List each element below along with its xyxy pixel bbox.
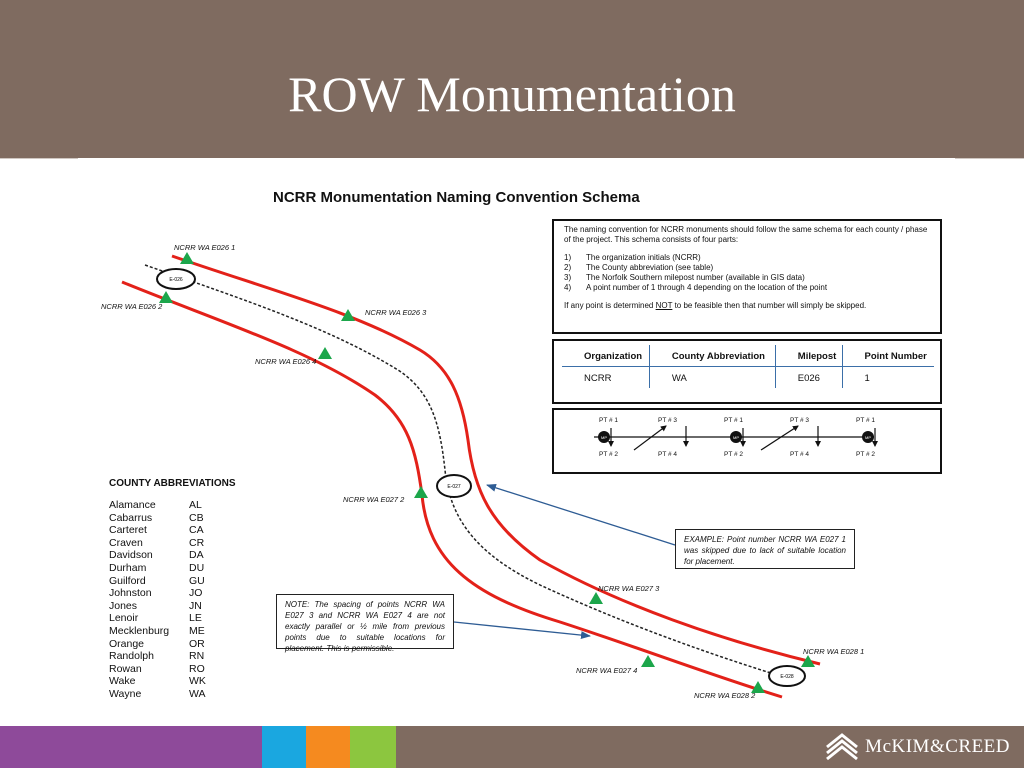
example-callout: EXAMPLE: Point number NCRR WA E027 1 was… bbox=[675, 529, 855, 569]
pt-top-label: PT # 1 bbox=[599, 417, 618, 424]
milepost-e026: E-026 bbox=[156, 268, 196, 290]
table-header: Milepost bbox=[775, 345, 843, 367]
note-callout: NOTE: The spacing of points NCRR WA E027… bbox=[276, 594, 454, 653]
pt-bottom-label: PT # 2 bbox=[724, 451, 743, 458]
table-cell: 1 bbox=[864, 373, 870, 384]
milepost-e027: E-027 bbox=[436, 474, 472, 498]
convention-intro: The naming convention for NCRR monuments… bbox=[564, 225, 928, 244]
monument-marker bbox=[801, 655, 815, 667]
note-callout-arrow bbox=[453, 621, 591, 640]
footer-stripe-green bbox=[350, 726, 396, 768]
monument-marker bbox=[180, 252, 194, 264]
example-callout-arrow bbox=[486, 483, 676, 546]
mp-marker: MP bbox=[862, 431, 874, 443]
logo-mark-icon bbox=[826, 733, 859, 761]
table-cell: WA bbox=[649, 366, 776, 388]
pt-top-label: PT # 1 bbox=[856, 417, 875, 424]
monument-marker bbox=[159, 291, 173, 303]
row-line-south bbox=[121, 280, 783, 699]
track-centerline bbox=[144, 264, 801, 683]
monument-label: NCRR WA E026 4 bbox=[255, 357, 316, 366]
svg-text:MP: MP bbox=[865, 435, 871, 440]
pt-top-label: PT # 1 bbox=[724, 417, 743, 424]
row-line-north bbox=[171, 254, 821, 666]
pt-bottom-label: PT # 2 bbox=[856, 451, 875, 458]
county-abbreviations-title: COUNTY ABBREVIATIONS bbox=[109, 478, 236, 489]
monument-marker bbox=[589, 592, 603, 604]
pt-top-label: PT # 3 bbox=[658, 417, 677, 424]
table-header: Point Number bbox=[842, 345, 934, 367]
convention-item: 1)The organization initials (NCRR) bbox=[564, 253, 701, 262]
monument-label: NCRR WA E026 2 bbox=[101, 302, 163, 311]
table-cell: NCRR bbox=[562, 366, 650, 388]
table-cell: E026 bbox=[775, 366, 843, 388]
header-divider-right bbox=[955, 158, 1024, 159]
naming-example-table-box: Organization County Abbreviation Milepos… bbox=[552, 339, 942, 404]
naming-example-table: Organization County Abbreviation Milepos… bbox=[562, 345, 934, 388]
monument-marker bbox=[751, 681, 765, 693]
point-number-diagram-drawing: PT # 1 PT # 3 PT # 1 PT # 3 PT # 1 PT # … bbox=[594, 417, 878, 458]
svg-text:MP: MP bbox=[601, 435, 607, 440]
logo-text: McKIM&CREED bbox=[865, 736, 1010, 757]
pt-bottom-label: PT # 4 bbox=[658, 451, 677, 458]
mp-marker: MP bbox=[598, 431, 610, 443]
milepost-e028: E-028 bbox=[768, 665, 806, 687]
monument-label: NCRR WA E027 4 bbox=[576, 666, 637, 675]
svg-text:MP: MP bbox=[733, 435, 739, 440]
monument-label: NCRR WA E027 3 bbox=[598, 584, 660, 593]
svg-text:E-027: E-027 bbox=[447, 484, 461, 490]
table-header: County Abbreviation bbox=[649, 345, 776, 367]
convention-item: 3)The Norfolk Southern milepost number (… bbox=[564, 273, 805, 282]
monument-label: NCRR WA E027 2 bbox=[343, 495, 405, 504]
slide-footer: McKIM&CREED bbox=[0, 726, 1024, 768]
svg-text:E-028: E-028 bbox=[780, 674, 794, 680]
pt-bottom-label: PT # 4 bbox=[790, 451, 809, 458]
footer-stripe-blue bbox=[262, 726, 306, 768]
monument-label: NCRR WA E028 2 bbox=[694, 691, 756, 700]
table-header: Organization bbox=[562, 345, 650, 367]
monument-marker bbox=[414, 486, 428, 498]
table-row: NCRR WA E026 1 bbox=[562, 366, 934, 388]
footer-stripe-orange bbox=[306, 726, 350, 768]
footer-stripe-purple bbox=[0, 726, 262, 768]
monument-label: NCRR WA E026 1 bbox=[174, 243, 235, 252]
convention-skip-note: If any point is determined NOT to be fea… bbox=[564, 301, 867, 310]
point-number-diagram: PT # 1 PT # 3 PT # 1 PT # 3 PT # 1 PT # … bbox=[552, 408, 942, 474]
pt-top-label: PT # 3 bbox=[790, 417, 809, 424]
slide-header: ROW Monumentation bbox=[0, 0, 1024, 158]
monument-label: NCRR WA E026 3 bbox=[365, 308, 427, 317]
monument-marker bbox=[341, 309, 355, 321]
monument-label: NCRR WA E028 1 bbox=[803, 647, 864, 656]
naming-convention-box: The naming convention for NCRR monuments… bbox=[552, 219, 942, 334]
header-divider-left bbox=[0, 158, 78, 159]
mckim-creed-logo: McKIM&CREED bbox=[825, 732, 1010, 762]
mp-marker: MP bbox=[730, 431, 742, 443]
slide-title: ROW Monumentation bbox=[288, 66, 736, 122]
svg-text:E-026: E-026 bbox=[169, 277, 183, 283]
convention-item: 2)The County abbreviation (see table) bbox=[564, 263, 714, 272]
schema-title: NCRR Monumentation Naming Convention Sch… bbox=[273, 189, 640, 206]
pt-bottom-label: PT # 2 bbox=[599, 451, 618, 458]
monument-marker bbox=[641, 655, 655, 667]
monument-marker bbox=[318, 347, 332, 359]
convention-item: 4)A point number of 1 through 4 dependin… bbox=[564, 283, 828, 292]
